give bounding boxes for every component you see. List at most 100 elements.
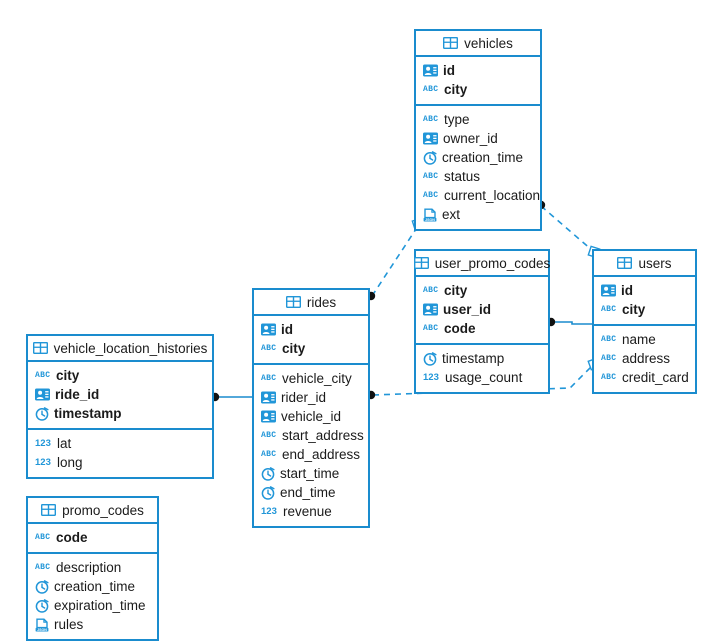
clock-icon (261, 485, 275, 500)
column-label: timestamp (442, 351, 505, 366)
entity-table-name: user_promo_codes (434, 255, 551, 271)
column-label: long (57, 455, 83, 470)
abc-string-icon: ABC (261, 449, 277, 459)
column-row[interactable]: timestamp (416, 349, 548, 368)
relationship-vlh-rides[interactable] (210, 392, 252, 402)
column-row[interactable]: expiration_time (28, 596, 157, 615)
column-row[interactable]: vehicle_id (254, 407, 368, 426)
abc-string-icon: ABC (423, 84, 439, 94)
column-label: description (56, 560, 122, 575)
primary-key-label: code (444, 321, 476, 336)
entity-table-header[interactable]: promo_codes (28, 498, 157, 524)
id-card-icon (601, 284, 616, 297)
entity-table-header[interactable]: users (594, 251, 695, 277)
primary-key-row[interactable]: id (594, 281, 695, 300)
column-row[interactable]: creation_time (416, 148, 540, 167)
relationship-userpromocodes-users[interactable] (546, 317, 592, 327)
entity-table-name: vehicles (464, 35, 513, 51)
abc-string-icon: ABC (35, 562, 51, 572)
primary-key-label: city (444, 283, 468, 298)
table-grid-icon (32, 342, 48, 354)
primary-key-row[interactable]: ABC city (416, 80, 540, 99)
primary-key-row[interactable]: ABC city (416, 281, 548, 300)
primary-key-row[interactable]: ABC code (28, 528, 157, 547)
id-card-icon (261, 323, 276, 336)
entity-table-header[interactable]: vehicle_location_histories (28, 336, 212, 362)
entity-table-header[interactable]: user_promo_codes (413, 251, 551, 277)
column-row[interactable]: ABC end_address (254, 445, 368, 464)
abc-string-icon: ABC (423, 323, 439, 333)
primary-key-label: ride_id (55, 387, 100, 402)
column-label: usage_count (445, 370, 523, 385)
json-document-icon: JSON (423, 208, 437, 222)
column-row[interactable]: start_time (254, 464, 368, 483)
column-label: rules (54, 617, 84, 632)
entity-table-header[interactable]: rides (254, 290, 368, 316)
svg-text:JSON: JSON (425, 217, 435, 221)
column-label: rider_id (281, 390, 327, 405)
primary-key-row[interactable]: ABC code (416, 319, 548, 338)
primary-key-row[interactable]: id (416, 61, 540, 80)
123-number-icon: 123 (423, 371, 439, 383)
column-row[interactable]: 123 usage_count (416, 368, 548, 387)
123-number-icon: 123 (35, 437, 51, 449)
column-row[interactable]: ABC vehicle_city (254, 369, 368, 388)
column-label: vehicle_city (282, 371, 352, 386)
table-grid-icon (617, 257, 633, 269)
clock-icon (35, 579, 49, 594)
column-label: owner_id (443, 131, 498, 146)
column-row[interactable]: ABC description (28, 558, 157, 577)
table-grid-icon (413, 257, 429, 269)
column-label: end_address (282, 447, 361, 462)
abc-string-icon: ABC (423, 285, 439, 295)
primary-key-label: city (622, 302, 646, 317)
abc-string-icon: ABC (35, 532, 51, 542)
column-row[interactable]: rider_id (254, 388, 368, 407)
primary-key-row[interactable]: ride_id (28, 385, 212, 404)
primary-key-label: id (443, 63, 455, 78)
primary-key-row[interactable]: timestamp (28, 404, 212, 423)
column-row[interactable]: end_time (254, 483, 368, 502)
column-row[interactable]: owner_id (416, 129, 540, 148)
id-card-icon (423, 303, 438, 316)
column-label: start_time (280, 466, 340, 481)
abc-string-icon: ABC (261, 373, 277, 383)
column-label: start_address (282, 428, 364, 443)
entity-table-header[interactable]: vehicles (416, 31, 540, 57)
abc-string-icon: ABC (423, 171, 439, 181)
primary-key-row[interactable]: id (254, 320, 368, 339)
primary-key-section: ABC code (28, 524, 157, 554)
primary-key-row[interactable]: user_id (416, 300, 548, 319)
primary-key-label: code (56, 530, 88, 545)
primary-key-label: city (444, 82, 468, 97)
column-row[interactable]: creation_time (28, 577, 157, 596)
column-label: revenue (283, 504, 332, 519)
column-label: current_location (444, 188, 541, 203)
